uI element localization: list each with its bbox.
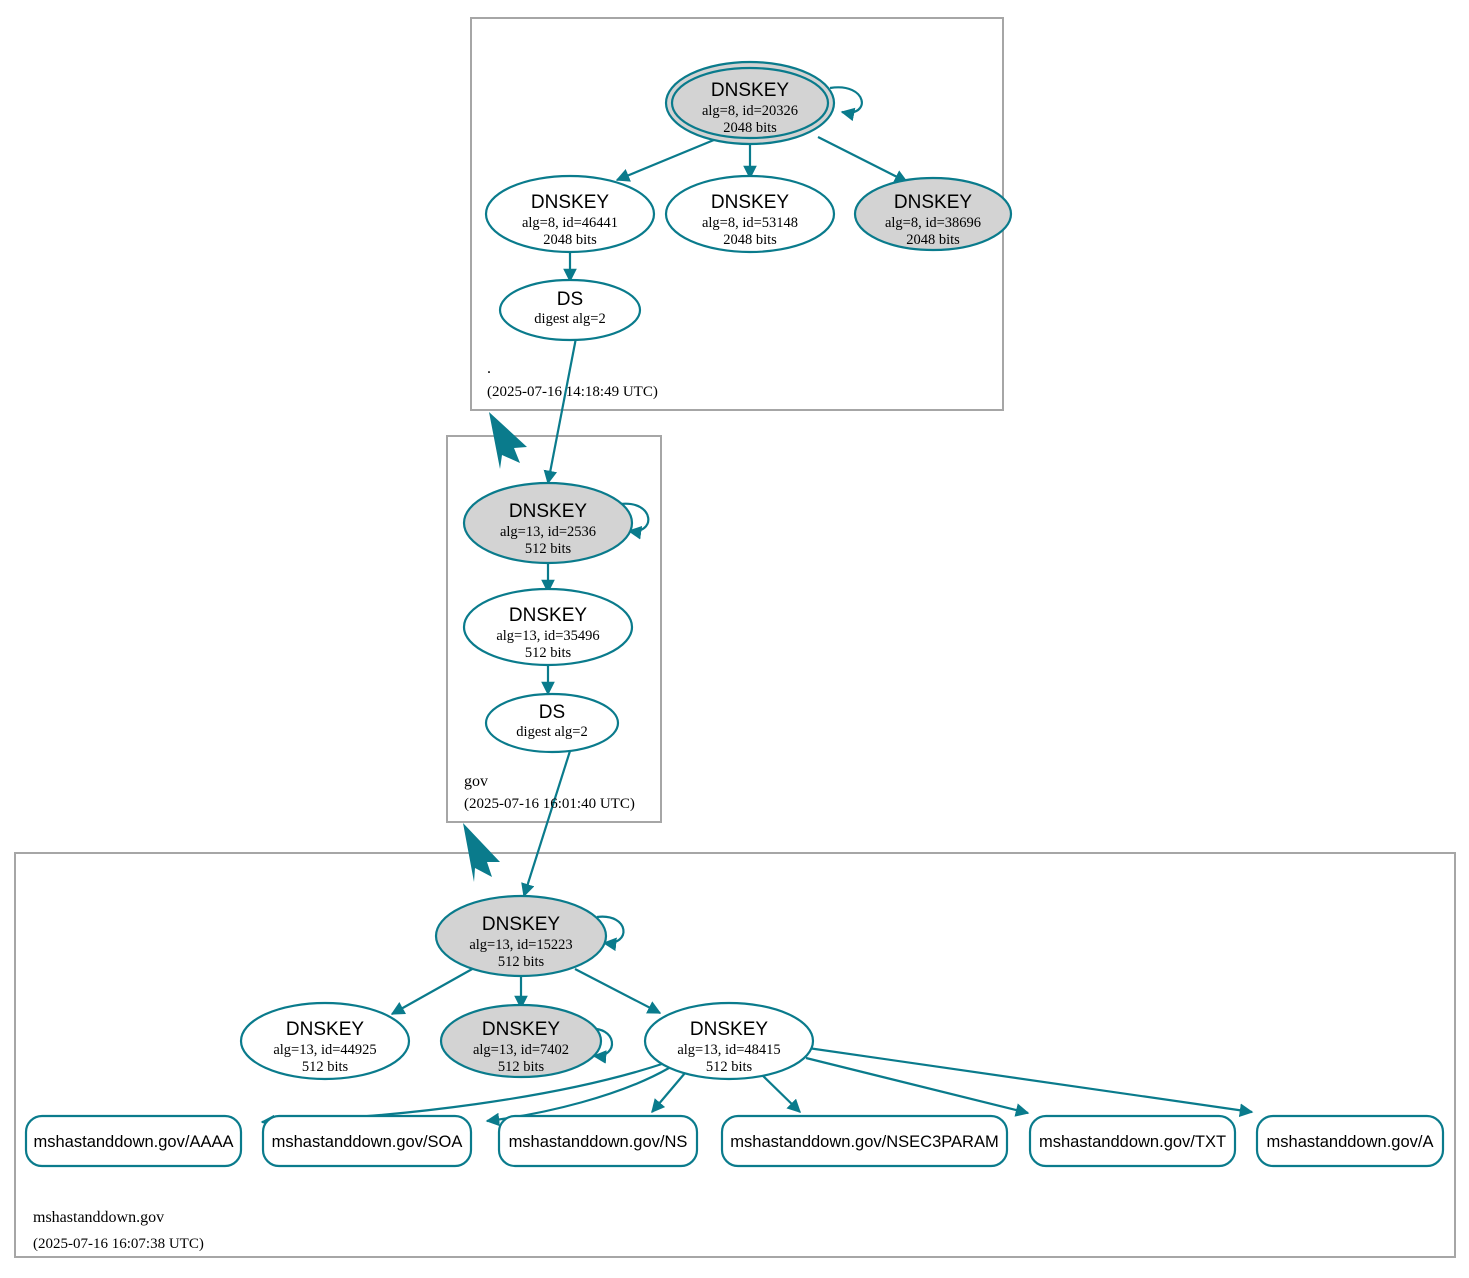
rrset-node-txt[interactable]: mshastanddown.gov/TXT (1028, 1114, 1237, 1168)
node-msh-dnskey-15223[interactable]: DNSKEY alg=13, id=15223 512 bits (434, 894, 608, 978)
rrset-label: mshastanddown.gov/NSEC3PARAM (730, 1133, 998, 1151)
node-root-dnskey-20326[interactable]: DNSKEY alg=8, id=20326 2048 bits (664, 60, 836, 146)
node-root-dnskey-53148[interactable]: DNSKEY alg=8, id=53148 2048 bits (664, 174, 836, 254)
node-size: 512 bits (498, 1059, 545, 1075)
node-title: DNSKEY (482, 1019, 560, 1040)
edge-zone-root-to-gov (489, 412, 527, 469)
rrset-label: mshastanddown.gov/TXT (1039, 1133, 1226, 1151)
zone-label-mshastanddown: mshastanddown.gov (33, 1209, 164, 1226)
edge-msh-ksk-to-48415 (574, 968, 662, 1014)
rrset-node-ns[interactable]: mshastanddown.gov/NS (497, 1114, 699, 1168)
node-root-dnskey-46441[interactable]: DNSKEY alg=8, id=46441 2048 bits (484, 174, 656, 254)
rrset-node-aaaa[interactable]: mshastanddown.gov/AAAA (24, 1114, 243, 1168)
edge-48415-to-txt (805, 1056, 1030, 1117)
zone-timestamp-root: (2025-07-16 14:18:49 UTC) (487, 384, 658, 400)
node-size: 512 bits (525, 645, 572, 661)
node-title: DS (557, 289, 583, 310)
node-title: DNSKEY (482, 914, 560, 935)
node-params: digest alg=2 (534, 311, 605, 327)
node-title: DNSKEY (509, 605, 587, 626)
edge-root-ksk-self-sign (829, 86, 863, 122)
node-params: alg=13, id=44925 (273, 1042, 376, 1058)
edge-msh-ksk-to-44925 (390, 967, 475, 1015)
node-root-dnskey-38696[interactable]: DNSKEY alg=8, id=38696 2048 bits (853, 176, 1013, 252)
node-size: 512 bits (498, 954, 545, 970)
node-msh-dnskey-48415[interactable]: DNSKEY alg=13, id=48415 512 bits (643, 1001, 815, 1081)
edge-msh-ksk-self-sign (596, 915, 625, 952)
node-params: alg=13, id=48415 (677, 1042, 780, 1058)
node-title: DNSKEY (286, 1019, 364, 1040)
node-gov-ds[interactable]: DS digest alg=2 (484, 692, 620, 754)
rrset-node-soa[interactable]: mshastanddown.gov/SOA (261, 1114, 473, 1168)
node-size: 512 bits (302, 1059, 349, 1075)
node-params: alg=8, id=38696 (885, 215, 981, 231)
rrset-label: mshastanddown.gov/SOA (272, 1133, 463, 1151)
node-title: DNSKEY (690, 1019, 768, 1040)
node-params: alg=13, id=7402 (473, 1042, 569, 1058)
edge-root-ds-to-gov-ksk (543, 337, 578, 485)
zone-label-root: . (487, 360, 491, 377)
zone-timestamp-gov: (2025-07-16 16:01:40 UTC) (464, 796, 635, 812)
edge-48415-to-ns (651, 1072, 686, 1114)
node-gov-dnskey-35496[interactable]: DNSKEY alg=13, id=35496 512 bits (462, 587, 634, 667)
node-size: 512 bits (706, 1059, 753, 1075)
node-msh-dnskey-44925[interactable]: DNSKEY alg=13, id=44925 512 bits (239, 1001, 411, 1081)
rrset-label: mshastanddown.gov/AAAA (34, 1133, 234, 1151)
rrset-node-nsec3param[interactable]: mshastanddown.gov/NSEC3PARAM (720, 1114, 1009, 1168)
node-size: 2048 bits (723, 120, 777, 136)
node-title: DS (539, 702, 565, 723)
zone-timestamp-mshastanddown: (2025-07-16 16:07:38 UTC) (33, 1236, 204, 1252)
node-size: 512 bits (525, 541, 572, 557)
node-gov-dnskey-2536[interactable]: DNSKEY alg=13, id=2536 512 bits (462, 481, 634, 565)
edge-48415-to-nsec3param (759, 1072, 801, 1113)
node-params: alg=13, id=2536 (500, 524, 596, 540)
node-params: alg=13, id=15223 (469, 937, 572, 953)
node-title: DNSKEY (711, 80, 789, 101)
node-size: 2048 bits (723, 232, 777, 248)
node-params: alg=13, id=35496 (496, 628, 599, 644)
edge-gov-ksk-self-sign (619, 502, 650, 540)
zone-label-gov: gov (464, 773, 488, 790)
zone-box-gov (446, 435, 662, 823)
edge-48415-to-a (807, 1046, 1254, 1117)
node-size: 2048 bits (906, 232, 960, 248)
edge-root-ksk-to-46441 (615, 133, 727, 182)
node-params: alg=8, id=20326 (702, 103, 798, 119)
node-root-ds[interactable]: DS digest alg=2 (498, 278, 642, 342)
node-title: DNSKEY (531, 192, 609, 213)
node-title: DNSKEY (509, 501, 587, 522)
rrset-label: mshastanddown.gov/A (1267, 1133, 1434, 1151)
node-size: 2048 bits (543, 232, 597, 248)
node-title: DNSKEY (711, 192, 789, 213)
node-params: digest alg=2 (516, 724, 587, 740)
node-title: DNSKEY (894, 192, 972, 213)
edge-gov-ds-to-msh-ksk (521, 750, 572, 898)
node-msh-dnskey-7402[interactable]: DNSKEY alg=13, id=7402 512 bits (439, 1003, 603, 1079)
node-params: alg=8, id=46441 (522, 215, 618, 231)
node-params: alg=8, id=53148 (702, 215, 798, 231)
rrset-label: mshastanddown.gov/NS (509, 1133, 688, 1151)
edge-zone-gov-to-mshastanddown (463, 823, 500, 882)
edge-root-ksk-to-38696 (817, 136, 909, 183)
zone-box-mshastanddown (14, 852, 1456, 1258)
rrset-node-a[interactable]: mshastanddown.gov/A (1255, 1114, 1445, 1168)
